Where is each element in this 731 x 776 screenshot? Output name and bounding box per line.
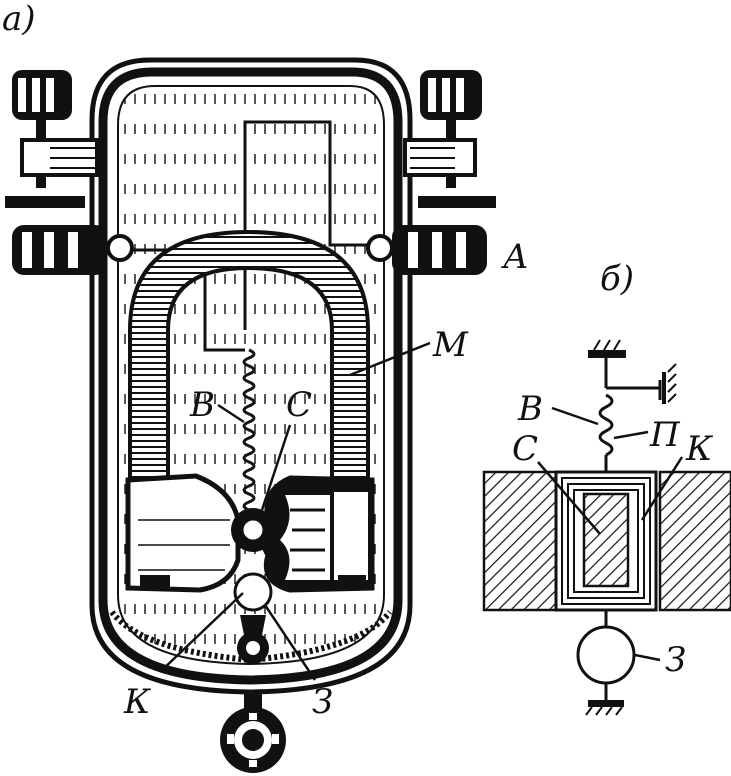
left-pole-shoe bbox=[125, 473, 241, 593]
figure-a-label: a) bbox=[2, 0, 36, 39]
case-inner-wall bbox=[98, 67, 403, 685]
label-z-left: З bbox=[312, 682, 334, 722]
label-b-right: В bbox=[518, 389, 543, 429]
pole-left bbox=[482, 470, 558, 612]
core-c bbox=[582, 492, 630, 588]
horseshoe-magnet bbox=[128, 229, 370, 487]
label-p-right: П bbox=[650, 415, 680, 455]
mirror-z bbox=[233, 572, 273, 612]
label-z-right: З bbox=[665, 640, 687, 680]
left-terminal bbox=[12, 225, 134, 275]
spring-b bbox=[242, 348, 256, 512]
label-c-right: С bbox=[512, 429, 539, 469]
bottom-mount bbox=[240, 615, 266, 635]
leader-c bbox=[260, 424, 292, 511]
label-b-left: В bbox=[190, 385, 215, 425]
left-clamp bbox=[5, 70, 99, 208]
label-k-right: К bbox=[686, 429, 713, 469]
pole-right bbox=[658, 470, 731, 612]
figure-a bbox=[5, 57, 496, 773]
label-c-left: С bbox=[286, 385, 313, 425]
label-k-left: К bbox=[124, 682, 151, 722]
leader-z bbox=[263, 604, 317, 681]
mirror-z-schematic bbox=[576, 625, 636, 685]
right-terminal bbox=[366, 225, 487, 275]
figure-b-label: б) bbox=[600, 259, 635, 299]
label-a: А bbox=[503, 237, 529, 277]
right-pole-shoe bbox=[259, 475, 375, 593]
case-bottom-shade bbox=[109, 610, 393, 664]
leader-b bbox=[217, 403, 245, 424]
leader-m bbox=[349, 341, 431, 377]
top-wire bbox=[243, 120, 370, 330]
right-clamp bbox=[403, 70, 496, 208]
spring-b-schematic bbox=[598, 393, 614, 457]
label-m: М bbox=[433, 325, 468, 365]
leader-k bbox=[159, 592, 244, 673]
figure-b bbox=[482, 339, 731, 716]
